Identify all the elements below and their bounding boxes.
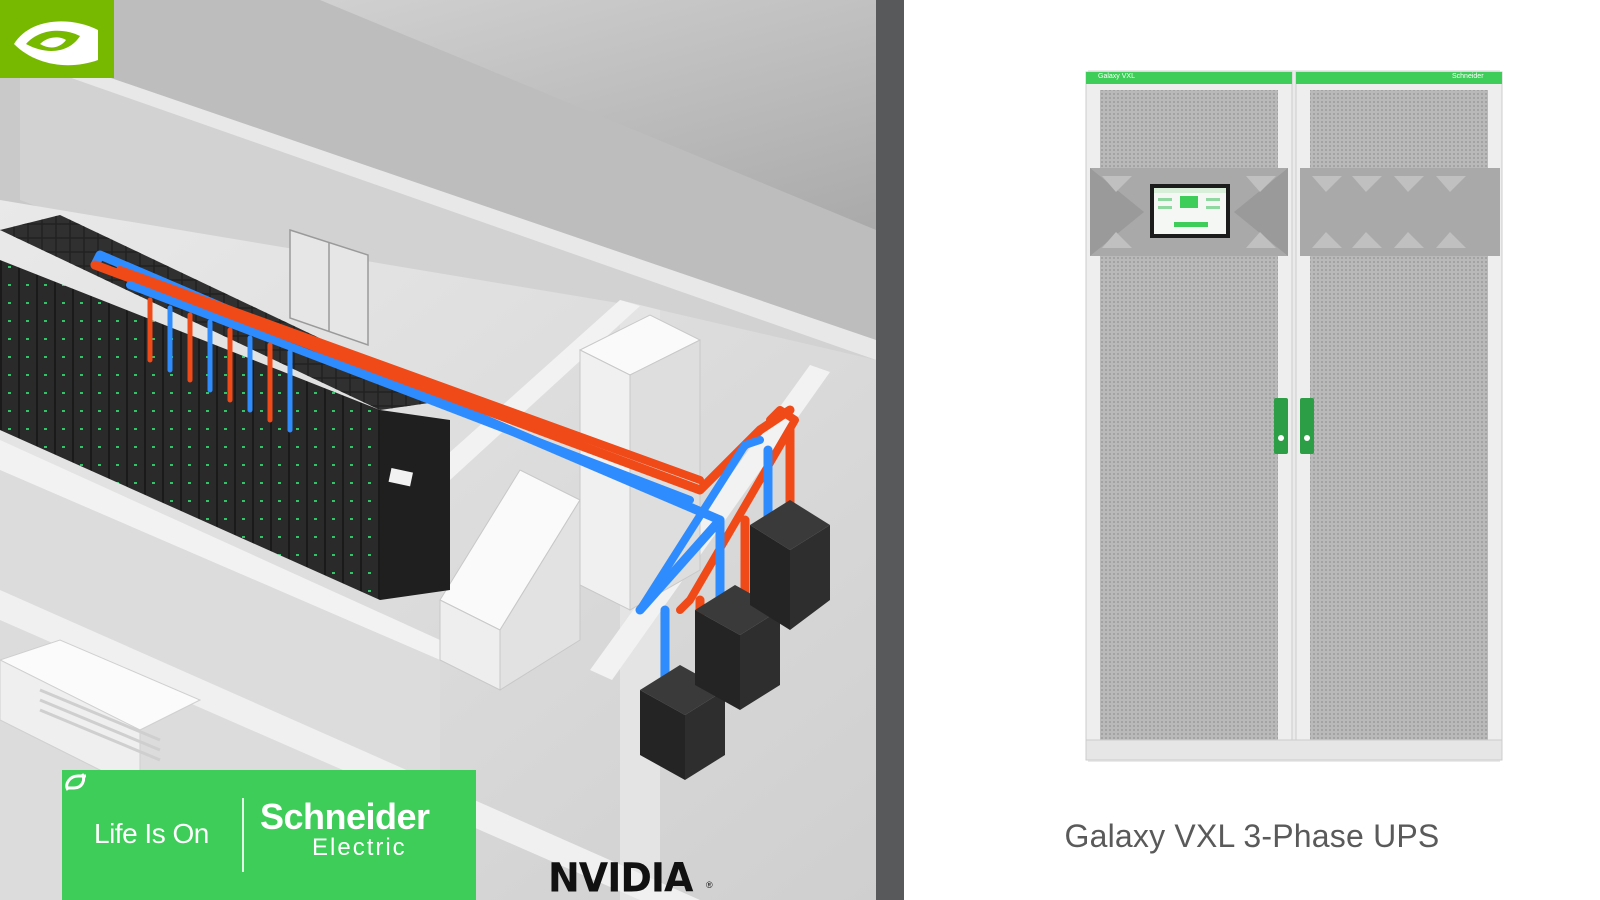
ups-right-bracket [1300,168,1500,256]
ups-cabinet-image [1085,70,1503,762]
nvidia-wordmark: NVIDIA [548,854,693,900]
ac-unit [0,639,202,791]
upper-wall [0,0,876,340]
ups-cabinet-brand: Schneider [1452,73,1484,80]
schneider-electric-logo: Life Is On Schneider Electric [62,770,476,900]
coolant-pipes [90,250,799,695]
product-caption: Galaxy VXL 3-Phase UPS [1064,818,1440,854]
door [289,228,369,347]
schneider-mark-icon [65,773,86,791]
ups-base [1085,739,1503,761]
nvidia-eye-icon [0,0,114,78]
data-center-illustration: Life Is On Schneider Electric NVIDIA ® [0,0,876,900]
ups-handles [1274,398,1314,454]
ups-cabinet-label: Galaxy VXL [1098,73,1135,80]
schneider-tagline: Life Is On [94,818,209,849]
wall-top-edge [0,40,876,360]
partition-top-3 [0,440,440,660]
ups-display [1150,184,1230,238]
partition-top-4 [0,590,700,900]
divider-bar [876,0,904,900]
partition-top-1 [430,300,640,480]
nvidia-trademark: ® [706,880,713,890]
schneider-sub: Electric [312,834,407,861]
logo-separator [242,798,244,872]
cdu-boxes [640,500,830,780]
product-panel: Galaxy VXL Schneider Galaxy VXL 3-Phase … [904,0,1600,900]
schneider-brand: Schneider [260,796,430,837]
data-center-scene [0,0,876,900]
